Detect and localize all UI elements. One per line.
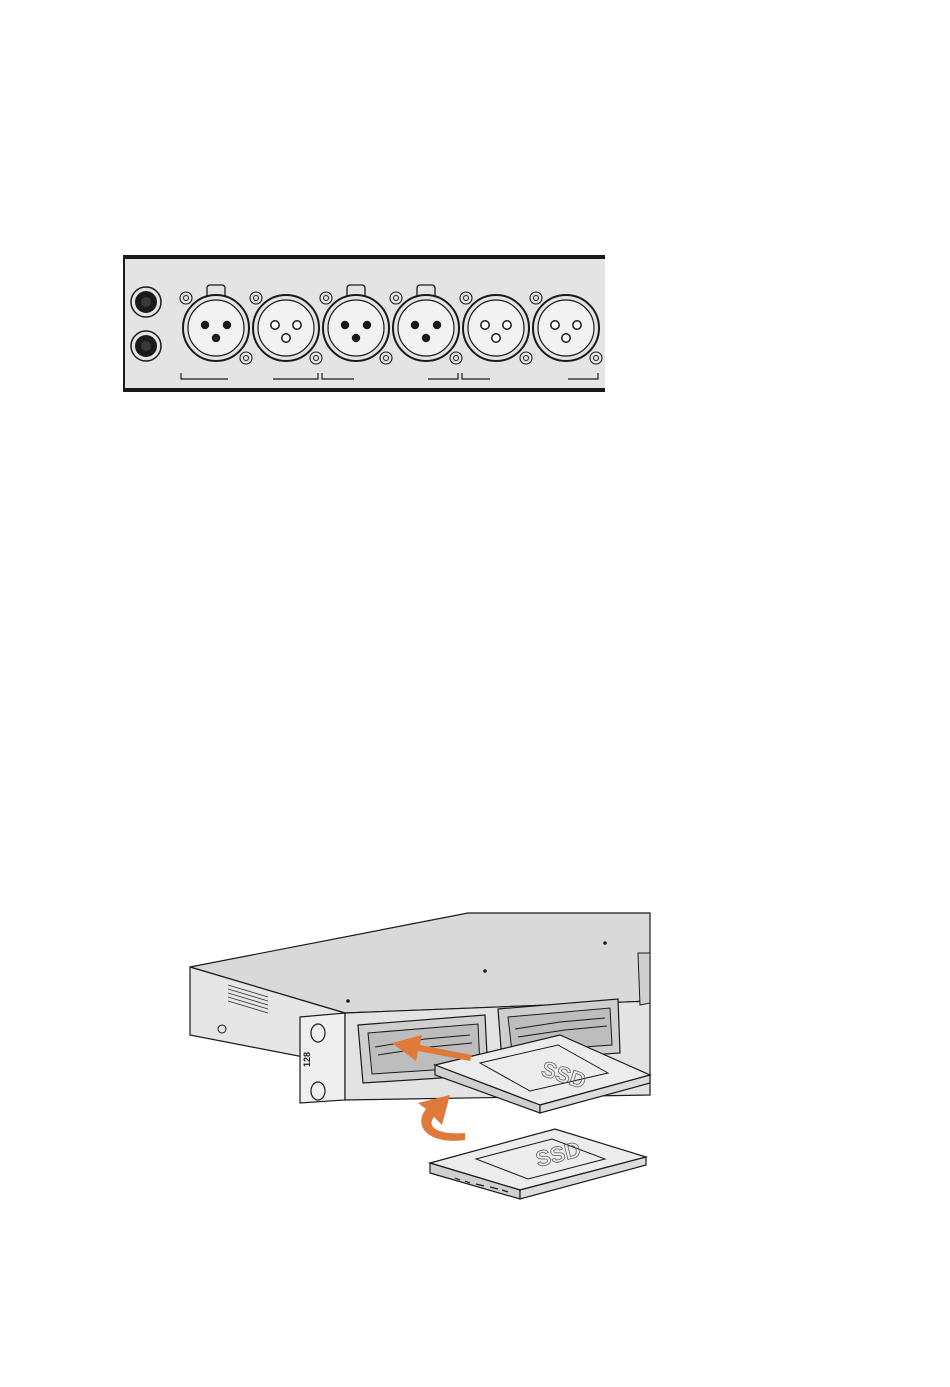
xlr-pin: [481, 321, 489, 329]
panel-top-edge: [123, 255, 605, 259]
xlr-pin: [422, 334, 430, 342]
xlr-pin: [352, 334, 360, 342]
xlr-pin: [573, 321, 581, 329]
xlr-pin: [562, 334, 570, 342]
ssd-insertion-illustration: 128 SSD: [180, 905, 660, 1205]
xlr-pin: [411, 321, 419, 329]
panel-left-edge: [123, 257, 125, 390]
rca-jack-bottom: [131, 331, 161, 361]
xlr-pin: [492, 334, 500, 342]
xlr-pin: [433, 321, 441, 329]
flip-arrow: [418, 1095, 465, 1141]
xlr-pin: [271, 321, 279, 329]
xlr-pin: [503, 321, 511, 329]
xlr-pin: [201, 321, 209, 329]
rca-jack-top: [131, 287, 161, 317]
ssd-insertion-figure: 128 SSD: [180, 905, 660, 1205]
xlr-pin: [282, 334, 290, 342]
device-logo: 128: [302, 1052, 312, 1067]
xlr-pin: [293, 321, 301, 329]
ssd-bay-3-partial: [638, 953, 650, 1005]
xlr-pin: [212, 334, 220, 342]
panel-bottom-edge: [123, 388, 605, 392]
audio-connector-panel: [118, 250, 610, 398]
xlr-pin: [363, 321, 371, 329]
audio-connector-panel-figure: [118, 250, 610, 398]
xlr-pin: [223, 321, 231, 329]
xlr-pin: [341, 321, 349, 329]
xlr-pin: [551, 321, 559, 329]
